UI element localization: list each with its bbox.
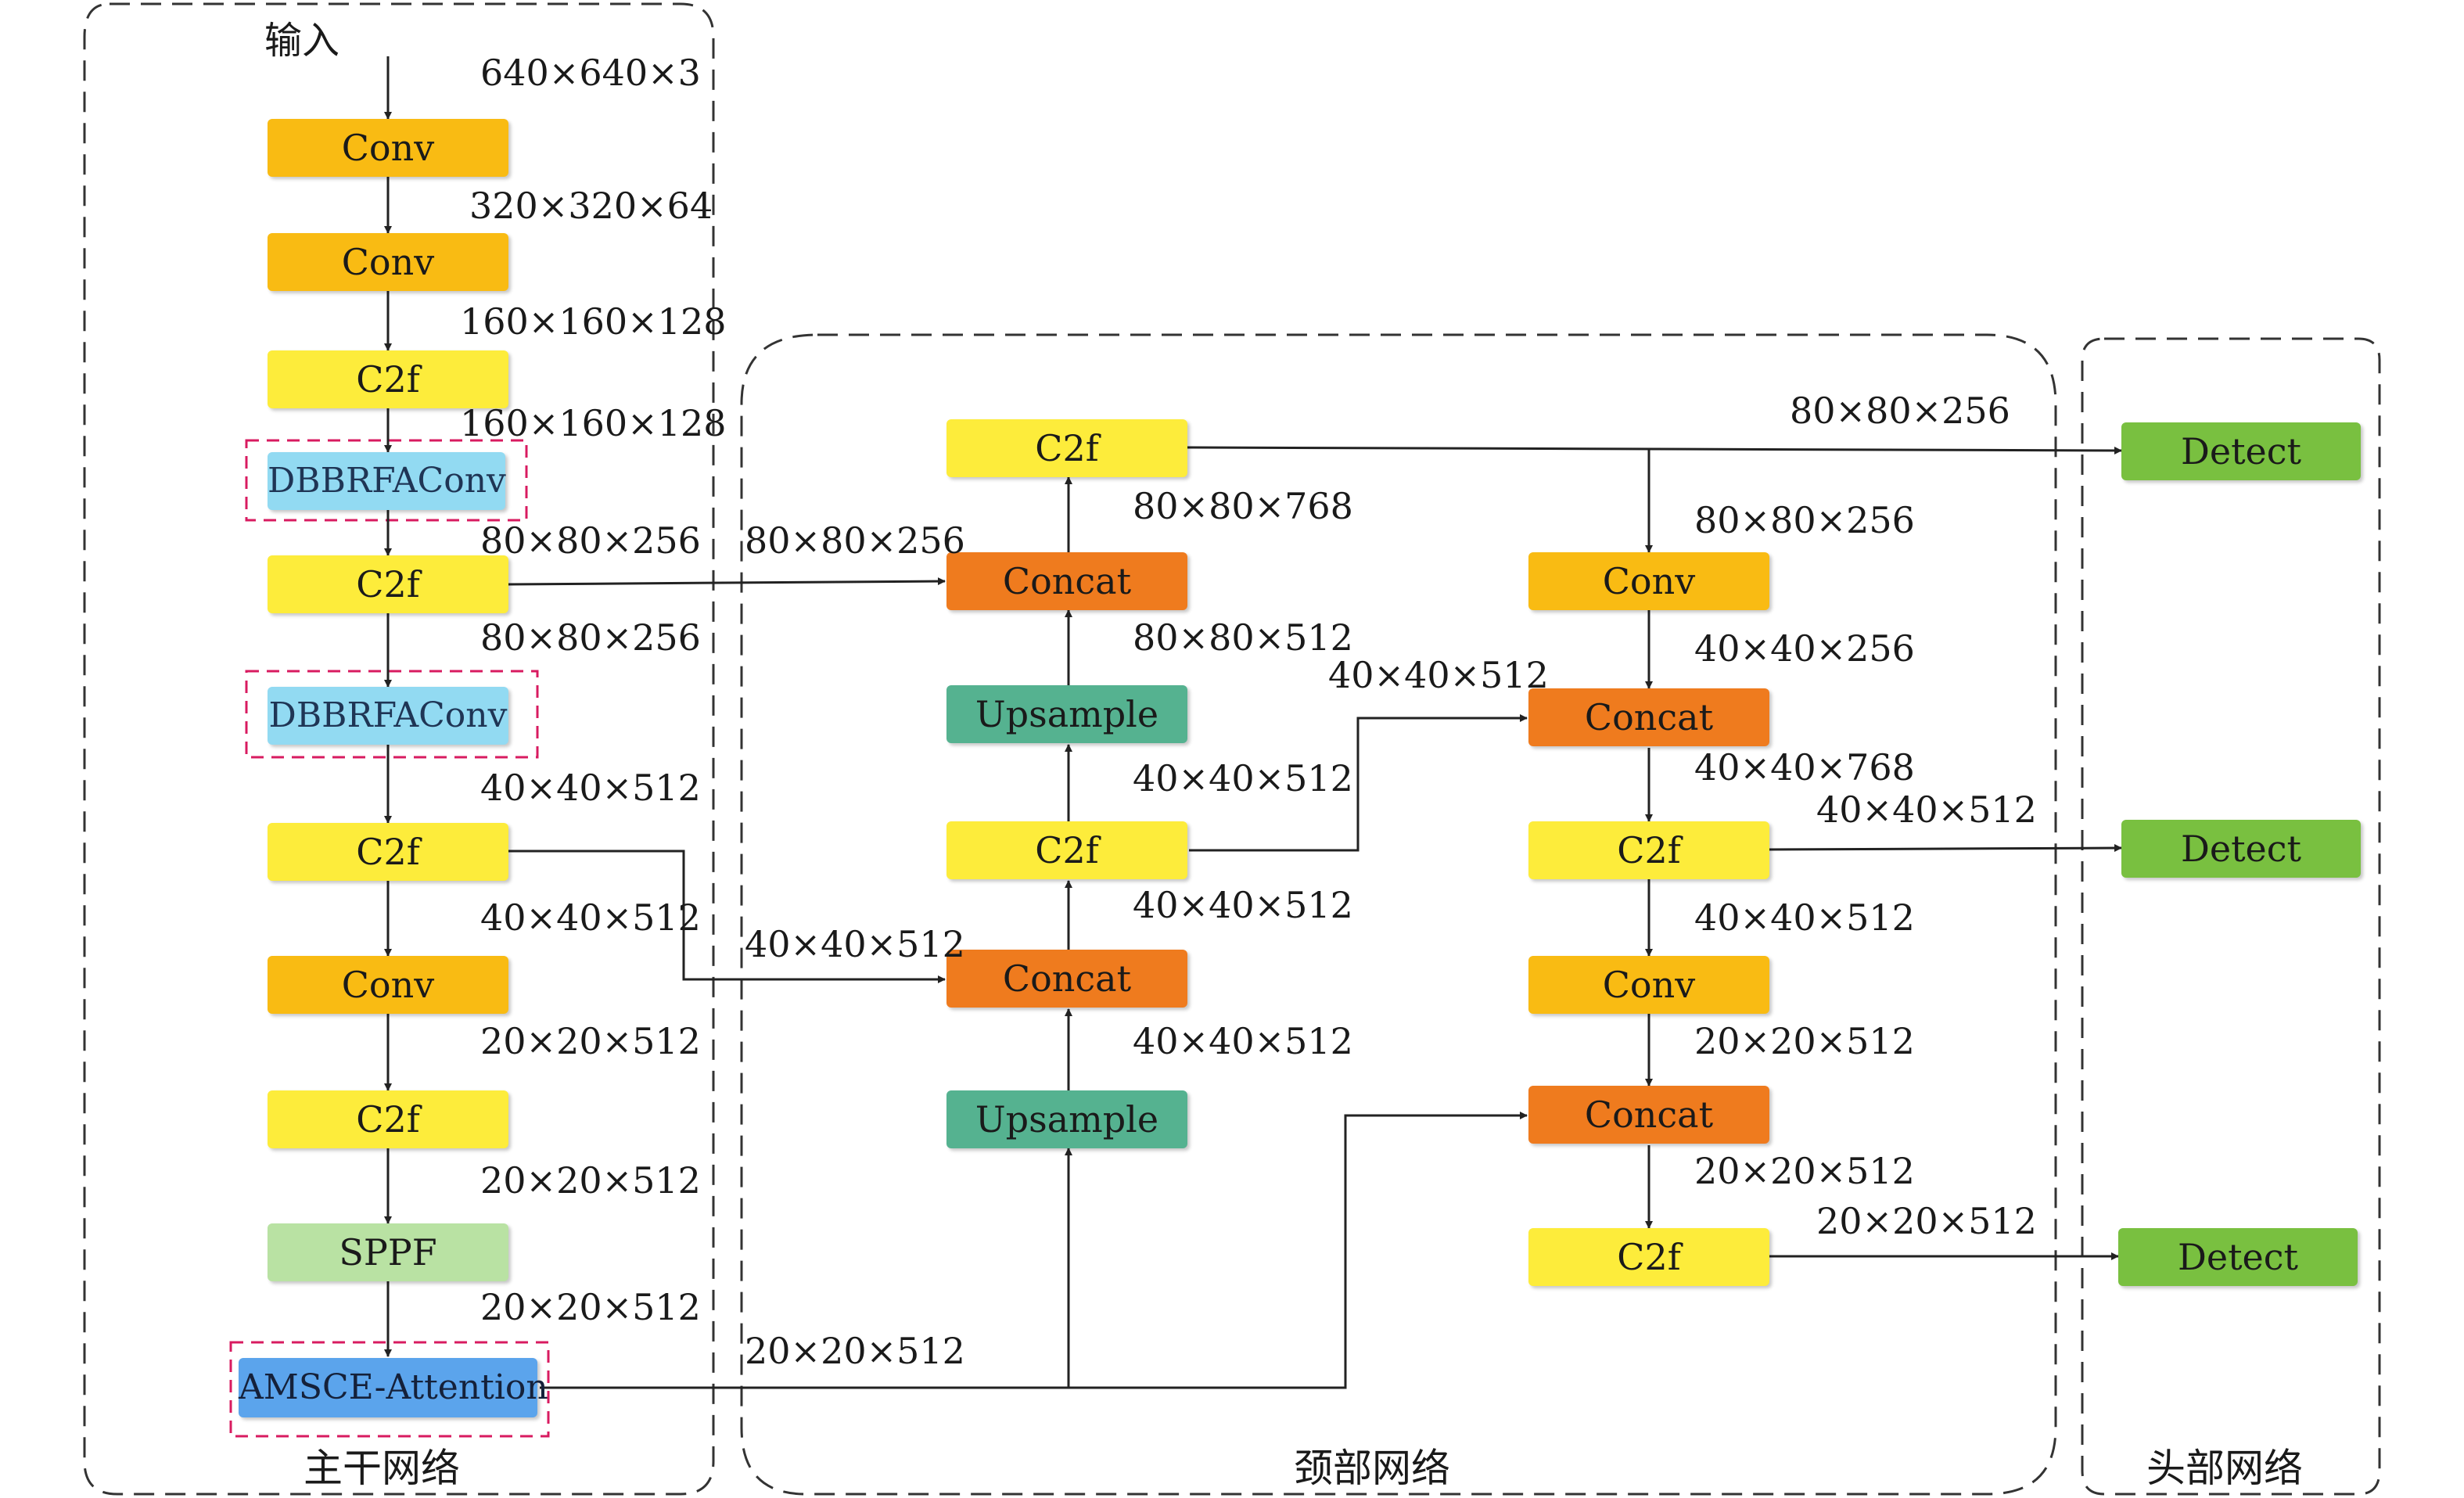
tensor-label: 640×640×3 [480, 52, 701, 94]
tensor-label: 20×20×512 [1694, 1150, 1915, 1192]
wire-c2f3-to-concat2 [507, 850, 946, 983]
tensor-label: 80×80×256 [480, 616, 701, 659]
backbone-amsce-attention: AMSCE-Attention [239, 1358, 548, 1417]
wire-c2fmid-to-concat3 [1189, 714, 1528, 852]
tensor-label: 40×40×512 [480, 767, 701, 809]
tensor-label: 80×80×256 [480, 519, 701, 562]
backbone-c2f-4: C2f [268, 1090, 508, 1148]
neck-conv-1: Conv [1528, 552, 1769, 610]
neck-c2f-right-1: C2f [1528, 821, 1769, 879]
backbone-c2f-3: C2f [268, 823, 508, 881]
backbone-dbbrfaconv-2: DBBRFAConv [268, 687, 508, 745]
head-section-border [2081, 337, 2381, 1496]
neck-c2f-top: C2f [946, 419, 1187, 477]
tensor-label: 20×20×512 [480, 1159, 701, 1202]
neck-concat-3: Concat [1528, 688, 1769, 746]
tensor-label: 40×40×768 [1694, 746, 1915, 789]
backbone-conv-1: Conv [268, 119, 508, 177]
dbbrfaconv-1-highlight [245, 439, 528, 522]
tensor-label: 40×40×512 [1133, 757, 1353, 799]
tensor-label: 80×80×512 [1133, 616, 1353, 659]
tensor-label: 80×80×256 [1790, 390, 2010, 432]
wire-c2ftop-to-detect1 [1187, 446, 2122, 454]
backbone-conv-2: Conv [268, 233, 508, 291]
neck-c2f-mid: C2f [946, 821, 1187, 879]
neck-upsample-1: Upsample [946, 685, 1187, 743]
wire-c2fr1-to-detect2 [1769, 844, 2122, 853]
tensor-label: 20×20×512 [1816, 1200, 2037, 1242]
tensor-label: 40×40×512 [1328, 654, 1549, 696]
tensor-label: 20×20×512 [745, 1330, 965, 1372]
tensor-label: 40×40×512 [480, 896, 701, 939]
input-label: 输入 [264, 19, 340, 63]
detect-head-3: Detect [2118, 1228, 2358, 1286]
tensor-label: 160×160×128 [460, 402, 727, 444]
tensor-label: 320×320×64 [469, 185, 713, 227]
backbone-c2f-2: C2f [268, 555, 508, 613]
backbone-sppf: SPPF [268, 1223, 508, 1281]
detect-head-1: Detect [2121, 422, 2361, 480]
backbone-c2f-1: C2f [268, 350, 508, 408]
tensor-label: 160×160×128 [460, 300, 727, 343]
tensor-label: 40×40×512 [745, 923, 965, 965]
backbone-section-title: 主干网络 [304, 1446, 460, 1491]
tensor-label: 40×40×512 [1133, 884, 1353, 926]
wire-amsce-to-concat4 [1069, 1112, 1528, 1389]
neck-conv-2: Conv [1528, 956, 1769, 1014]
backbone-conv-3: Conv [268, 956, 508, 1014]
tensor-label: 40×40×512 [1816, 789, 2037, 831]
backbone-dbbrfaconv-1: DBBRFAConv [268, 452, 506, 510]
head-section-title: 头部网络 [2146, 1446, 2303, 1491]
wire-c2f2-to-concat1 [508, 577, 946, 586]
tensor-label: 80×80×256 [1694, 499, 1915, 541]
neck-section-title: 颈部网络 [1294, 1446, 1450, 1491]
neck-concat-2: Concat [946, 950, 1187, 1008]
tensor-label: 80×80×768 [1133, 485, 1353, 527]
backbone-section-border [83, 2, 715, 1496]
tensor-label: 20×20×512 [1694, 1020, 1915, 1062]
neck-c2f-right-2: C2f [1528, 1228, 1769, 1286]
tensor-label: 40×40×512 [1694, 896, 1915, 939]
amsce-attention-highlight [229, 1341, 550, 1438]
tensor-label: 20×20×512 [480, 1286, 701, 1328]
tensor-label: 40×40×512 [1133, 1020, 1353, 1062]
neck-concat-1: Concat [946, 552, 1187, 610]
neck-section-border [740, 333, 2057, 1496]
tensor-label: 20×20×512 [480, 1020, 701, 1062]
neck-concat-4: Concat [1528, 1086, 1769, 1144]
detect-head-2: Detect [2121, 820, 2361, 878]
tensor-label: 80×80×256 [745, 519, 965, 562]
tensor-label: 40×40×256 [1694, 627, 1915, 670]
dbbrfaconv-2-highlight [245, 670, 539, 759]
neck-upsample-2: Upsample [946, 1090, 1187, 1148]
